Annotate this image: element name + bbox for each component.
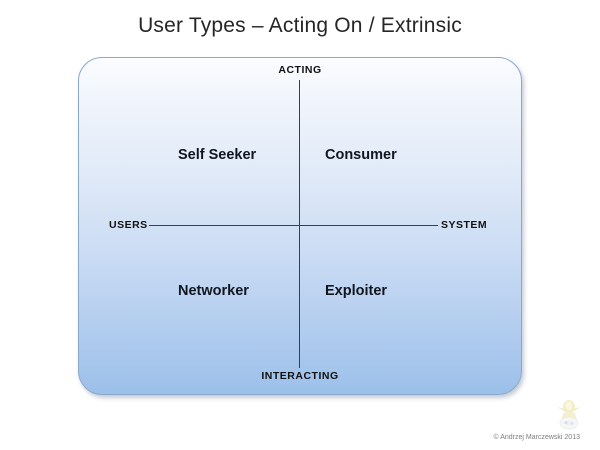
axis-label-users: USERS: [109, 219, 148, 231]
quadrant-label-networker: Networker: [178, 283, 249, 299]
quadrant-label-self-seeker: Self Seeker: [178, 147, 257, 163]
axis-label-interacting: INTERACTING: [261, 370, 339, 382]
matrix-panel: [78, 57, 522, 395]
axis-label-acting: ACTING: [278, 64, 322, 76]
horizontal-axis-line: [149, 225, 438, 226]
copyright-text: © Andrzej Marczewski 2013: [493, 434, 580, 441]
axis-label-system: SYSTEM: [441, 219, 488, 231]
page-title: User Types – Acting On / Extrinsic: [138, 14, 462, 37]
quadrant-label-consumer: Consumer: [325, 147, 397, 163]
vertical-axis-line: [299, 80, 300, 368]
mascot-logo-icon: [557, 400, 581, 430]
quadrant-label-exploiter: Exploiter: [325, 283, 388, 299]
